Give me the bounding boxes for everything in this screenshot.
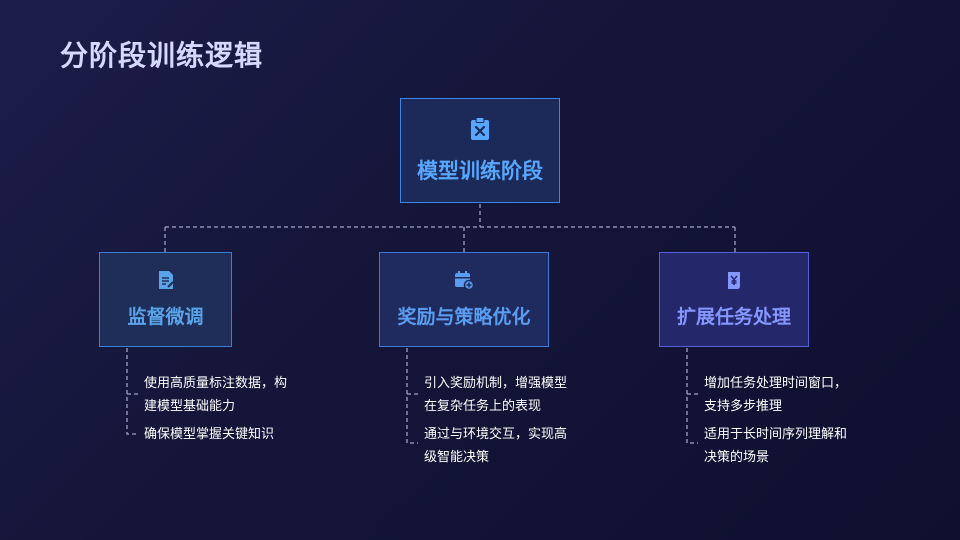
- description-line: 通过与环境交互，实现高: [424, 427, 568, 442]
- box-3-bracket: [686, 348, 698, 444]
- document-edit-icon: [158, 271, 174, 289]
- stage-description-supervised-finetuning: 使用高质量标注数据，构 建模型基础能力 确保模型掌握关键知识: [144, 372, 287, 446]
- description-line: 增加任务处理时间窗口，: [704, 376, 848, 391]
- yuan-scroll-icon: [728, 272, 740, 289]
- stage-description-extended-tasks: 增加任务处理时间窗口， 支持多步推理 适用于长时间序列理解和 决策的场景: [704, 372, 847, 469]
- stage-node-reward-policy: 奖励与策略优化: [379, 252, 549, 347]
- description-line: 在复杂任务上的表现: [424, 399, 542, 414]
- stage-node-supervised-finetuning: 监督微调: [99, 252, 232, 347]
- stage-node-label: 奖励与策略优化: [397, 306, 531, 328]
- description-line: 引入奖励机制，增强模型: [424, 376, 568, 391]
- stage-node-label: 监督微调: [127, 306, 204, 328]
- stage-node-label: 扩展任务处理: [676, 306, 791, 328]
- root-node-label: 模型训练阶段: [417, 158, 543, 183]
- description-line: 使用高质量标注数据，构: [144, 376, 288, 391]
- root-node: 模型训练阶段: [400, 98, 560, 203]
- clipboard-tools-icon: [471, 116, 489, 140]
- description-line: 决策的场景: [704, 450, 770, 465]
- calendar-add-icon: [455, 271, 474, 290]
- box-1-bracket: [126, 348, 138, 435]
- description-line: 建模型基础能力: [144, 399, 236, 414]
- description-line: 确保模型掌握关键知识: [144, 427, 275, 442]
- description-line: 级智能决策: [424, 450, 490, 465]
- stage-node-extended-tasks: 扩展任务处理: [659, 252, 809, 347]
- description-line: 适用于长时间序列理解和: [704, 427, 848, 442]
- page-title: 分阶段训练逻辑: [60, 39, 264, 72]
- stage-description-reward-policy: 引入奖励机制，增强模型 在复杂任务上的表现 通过与环境交互，实现高 级智能决策: [424, 372, 567, 469]
- description-line: 支持多步推理: [704, 399, 783, 414]
- box-2-bracket: [406, 348, 418, 444]
